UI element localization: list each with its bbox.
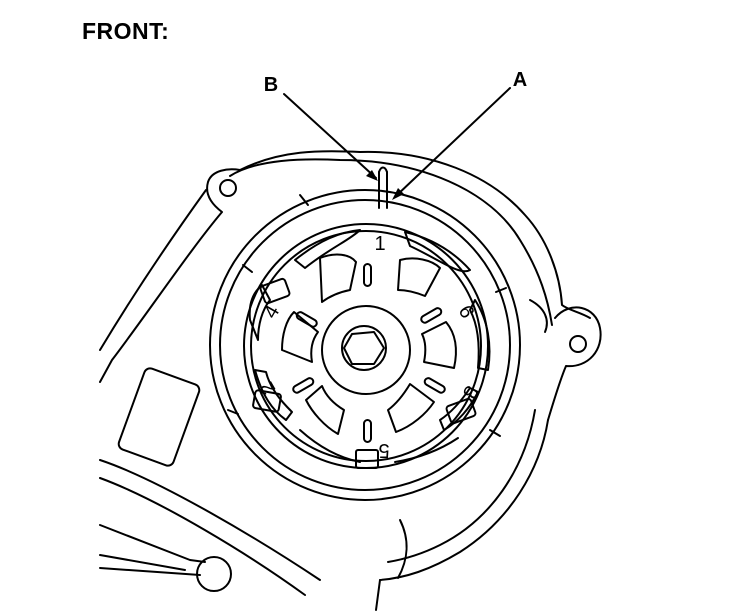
cover-boss: [117, 367, 201, 467]
callout-a-label: A: [513, 69, 527, 91]
callout-b-arrowhead: [366, 170, 378, 181]
callout-a-leader: [395, 87, 511, 197]
page-title: FRONT:: [82, 18, 170, 44]
pulley-mark-bottom: 5: [378, 439, 389, 461]
callout-leaders: [283, 87, 511, 200]
mounting-hole-right: [569, 335, 587, 353]
lower-bracket: [99, 459, 321, 596]
callout-a-arrowhead: [392, 188, 404, 200]
callout-b-leader: [283, 93, 377, 179]
pulley-mark-top: 1: [374, 233, 385, 255]
timing-cover-outline: [99, 150, 602, 611]
callout-b-label: B: [264, 74, 278, 96]
pulley-hub: [321, 305, 411, 395]
crank-pulley: [209, 189, 521, 501]
pulley-mark-upper-left: 4: [260, 302, 285, 323]
mounting-hole-left: [219, 179, 237, 197]
spoke-slots: [292, 263, 446, 443]
timing-marks: [378, 166, 388, 209]
balance-pads: [252, 277, 477, 469]
